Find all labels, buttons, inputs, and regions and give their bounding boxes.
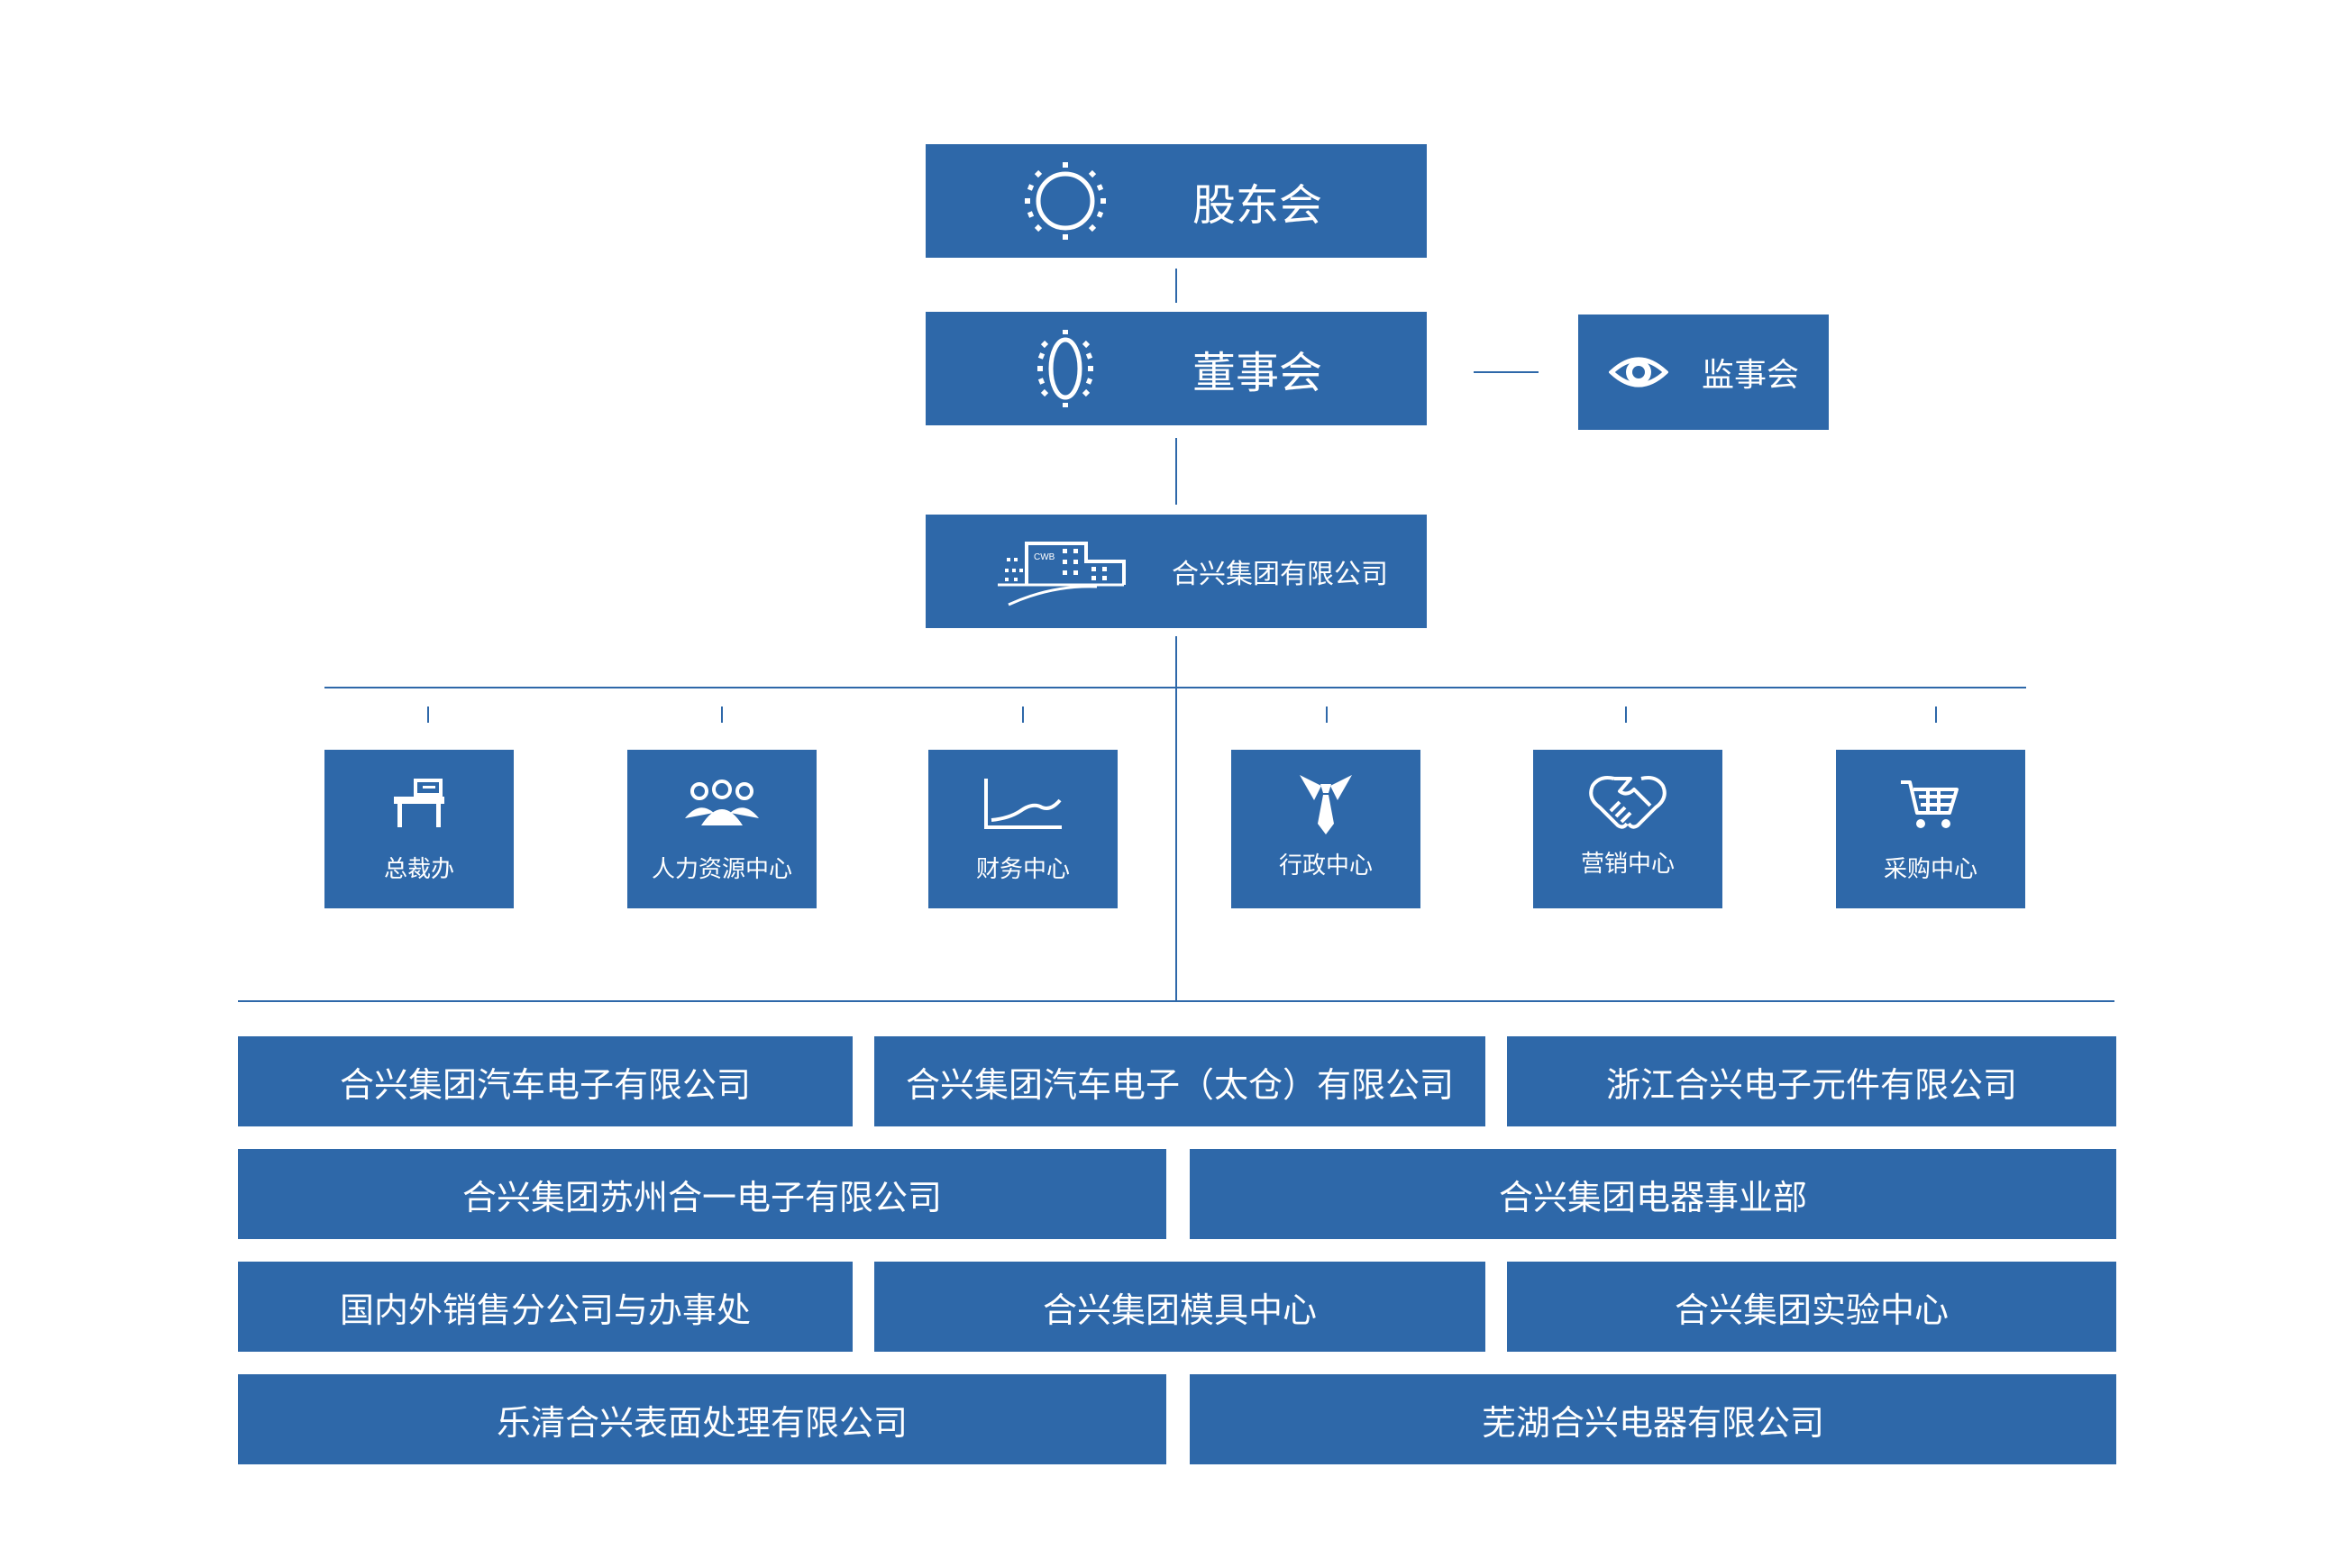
- board-of-directors-box: 董事会: [926, 312, 1427, 425]
- subsidiary-box: 芜湖合兴电器有限公司: [1190, 1374, 2116, 1464]
- board-of-directors-label: 董事会: [1192, 348, 1322, 398]
- department-admin-center: 行政中心: [1231, 750, 1420, 908]
- shareholders-meeting-label: 股东会: [1192, 180, 1322, 231]
- department-hr-center: 人力资源中心: [627, 750, 817, 908]
- connector-board-supervisors: [1474, 371, 1539, 373]
- subsidiary-label: 合兴集团电器事业部: [1498, 1177, 1807, 1217]
- department-label: 营销中心: [1580, 851, 1675, 878]
- department-tick: [427, 707, 429, 723]
- supervisory-board-box: 监事会: [1578, 315, 1829, 430]
- subsidiary-box: 乐清合兴表面处理有限公司: [238, 1374, 1166, 1464]
- handshake-icon: [1587, 771, 1668, 834]
- desk-icon: [392, 777, 446, 831]
- subsidiary-box: 合兴集团苏州合一电子有限公司: [238, 1149, 1166, 1239]
- subsidiary-box: 合兴集团电器事业部: [1190, 1149, 2116, 1239]
- department-president-office: 总裁办: [324, 750, 514, 908]
- building-icon-text: CWB: [1034, 552, 1055, 562]
- group-company-box: CWB 合兴集团有限公司: [926, 515, 1427, 628]
- subsidiary-label: 浙江合兴电子元件有限公司: [1605, 1064, 2017, 1105]
- people-group-icon: [681, 777, 763, 831]
- connector-company-trunk: [1175, 636, 1177, 1002]
- department-bus-line: [324, 687, 2026, 688]
- subsidiary-bus-line: [238, 1000, 2114, 1002]
- connector-shareholders-board: [1175, 269, 1177, 303]
- subsidiary-label: 合兴集团汽车电子有限公司: [339, 1064, 751, 1105]
- department-tick: [721, 707, 723, 723]
- department-finance-center: 财务中心: [928, 750, 1118, 908]
- eye-icon: [1609, 345, 1668, 399]
- subsidiary-label: 国内外销售分公司与办事处: [339, 1290, 751, 1330]
- department-label: 财务中心: [975, 856, 1070, 883]
- subsidiary-label: 芜湖合兴电器有限公司: [1481, 1402, 1824, 1443]
- tie-icon: [1294, 773, 1357, 836]
- subsidiary-box: 合兴集团实验中心: [1507, 1262, 2116, 1352]
- department-tick: [1935, 707, 1937, 723]
- subsidiary-label: 合兴集团苏州合一电子有限公司: [461, 1177, 942, 1217]
- department-tick: [1625, 707, 1627, 723]
- supervisory-board-label: 监事会: [1701, 357, 1799, 394]
- subsidiary-box: 合兴集团汽车电子有限公司: [238, 1036, 853, 1126]
- department-purchasing-center: 采购中心: [1836, 750, 2025, 908]
- subsidiary-label: 乐清合兴表面处理有限公司: [496, 1402, 908, 1443]
- department-label: 人力资源中心: [651, 856, 792, 883]
- department-tick: [1022, 707, 1024, 723]
- connector-board-company: [1175, 438, 1177, 505]
- department-label: 总裁办: [383, 856, 454, 883]
- subsidiary-label: 合兴集团汽车电子（太仓）有限公司: [905, 1064, 1454, 1105]
- group-company-label: 合兴集团有限公司: [1172, 559, 1388, 590]
- department-label: 采购中心: [1883, 856, 1977, 883]
- department-label: 行政中心: [1278, 852, 1373, 880]
- shopping-cart-icon: [1899, 777, 1962, 831]
- subsidiary-box: 国内外销售分公司与办事处: [238, 1262, 853, 1352]
- shareholders-meeting-box: 股东会: [926, 144, 1427, 258]
- subsidiary-label: 合兴集团实验中心: [1674, 1290, 1949, 1330]
- subsidiary-box: 合兴集团汽车电子（太仓）有限公司: [874, 1036, 1485, 1126]
- building-icon: CWB: [998, 533, 1133, 614]
- department-marketing-center: 营销中心: [1533, 750, 1722, 908]
- subsidiary-box: 合兴集团模具中心: [874, 1262, 1485, 1352]
- subsidiary-label: 合兴集团模具中心: [1042, 1290, 1317, 1330]
- sun-oval-icon: [1016, 328, 1115, 409]
- line-chart-icon: [982, 777, 1064, 831]
- subsidiary-box: 浙江合兴电子元件有限公司: [1507, 1036, 2116, 1126]
- sun-outline-icon: [1016, 160, 1115, 242]
- department-tick: [1326, 707, 1328, 723]
